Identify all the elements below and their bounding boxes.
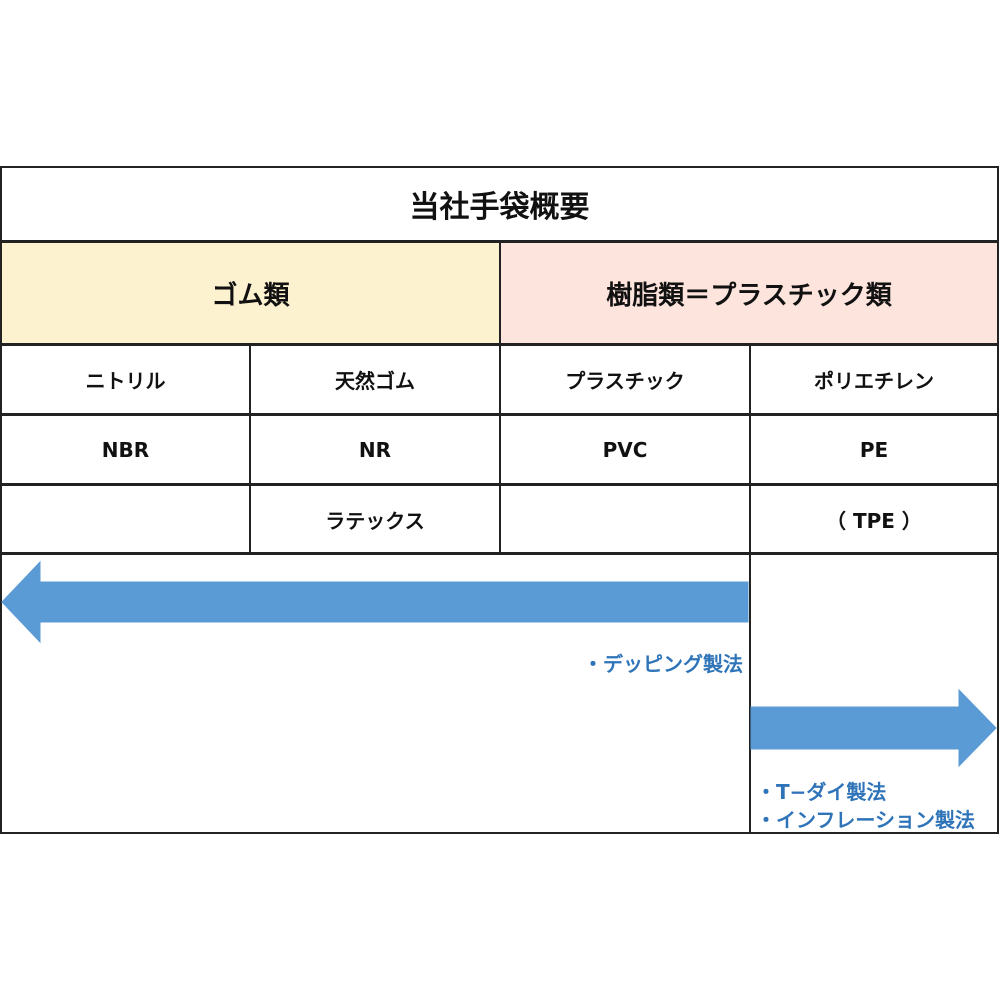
cell-latex: ラテックス	[249, 484, 501, 555]
method-arrows	[1, 560, 997, 768]
arrow-left-icon	[1, 560, 749, 644]
cell-empty	[499, 484, 751, 555]
cell-plastic: プラスチック	[499, 344, 751, 415]
label-inflation-method: ・インフレーション製法	[756, 808, 975, 832]
arrow-right-icon	[750, 688, 997, 768]
glove-overview-diagram: 当社手袋概要 ゴム類 樹脂類＝プラスチック類 ニトリル 天然ゴム プラスチック …	[0, 166, 999, 834]
cell-empty	[0, 484, 251, 555]
cell-pvc: PVC	[499, 414, 751, 485]
cell-pe: PE	[749, 414, 999, 485]
cell-nr: NR	[249, 414, 501, 485]
method-area	[0, 552, 999, 834]
label-dipping-method: ・デッピング製法	[583, 652, 743, 676]
cell-nbr: NBR	[0, 414, 251, 485]
cell-polyethylene: ポリエチレン	[749, 344, 999, 415]
category-rubber: ゴム類	[0, 241, 501, 345]
method-divider	[749, 552, 751, 834]
cell-nitrile: ニトリル	[0, 344, 251, 415]
page-title: 当社手袋概要	[0, 166, 999, 242]
cell-tpe: （ TPE ）	[749, 484, 999, 555]
label-t-die-method: ・T−ダイ製法	[756, 780, 887, 804]
category-resin: 樹脂類＝プラスチック類	[499, 241, 999, 345]
cell-natural-rubber: 天然ゴム	[249, 344, 501, 415]
